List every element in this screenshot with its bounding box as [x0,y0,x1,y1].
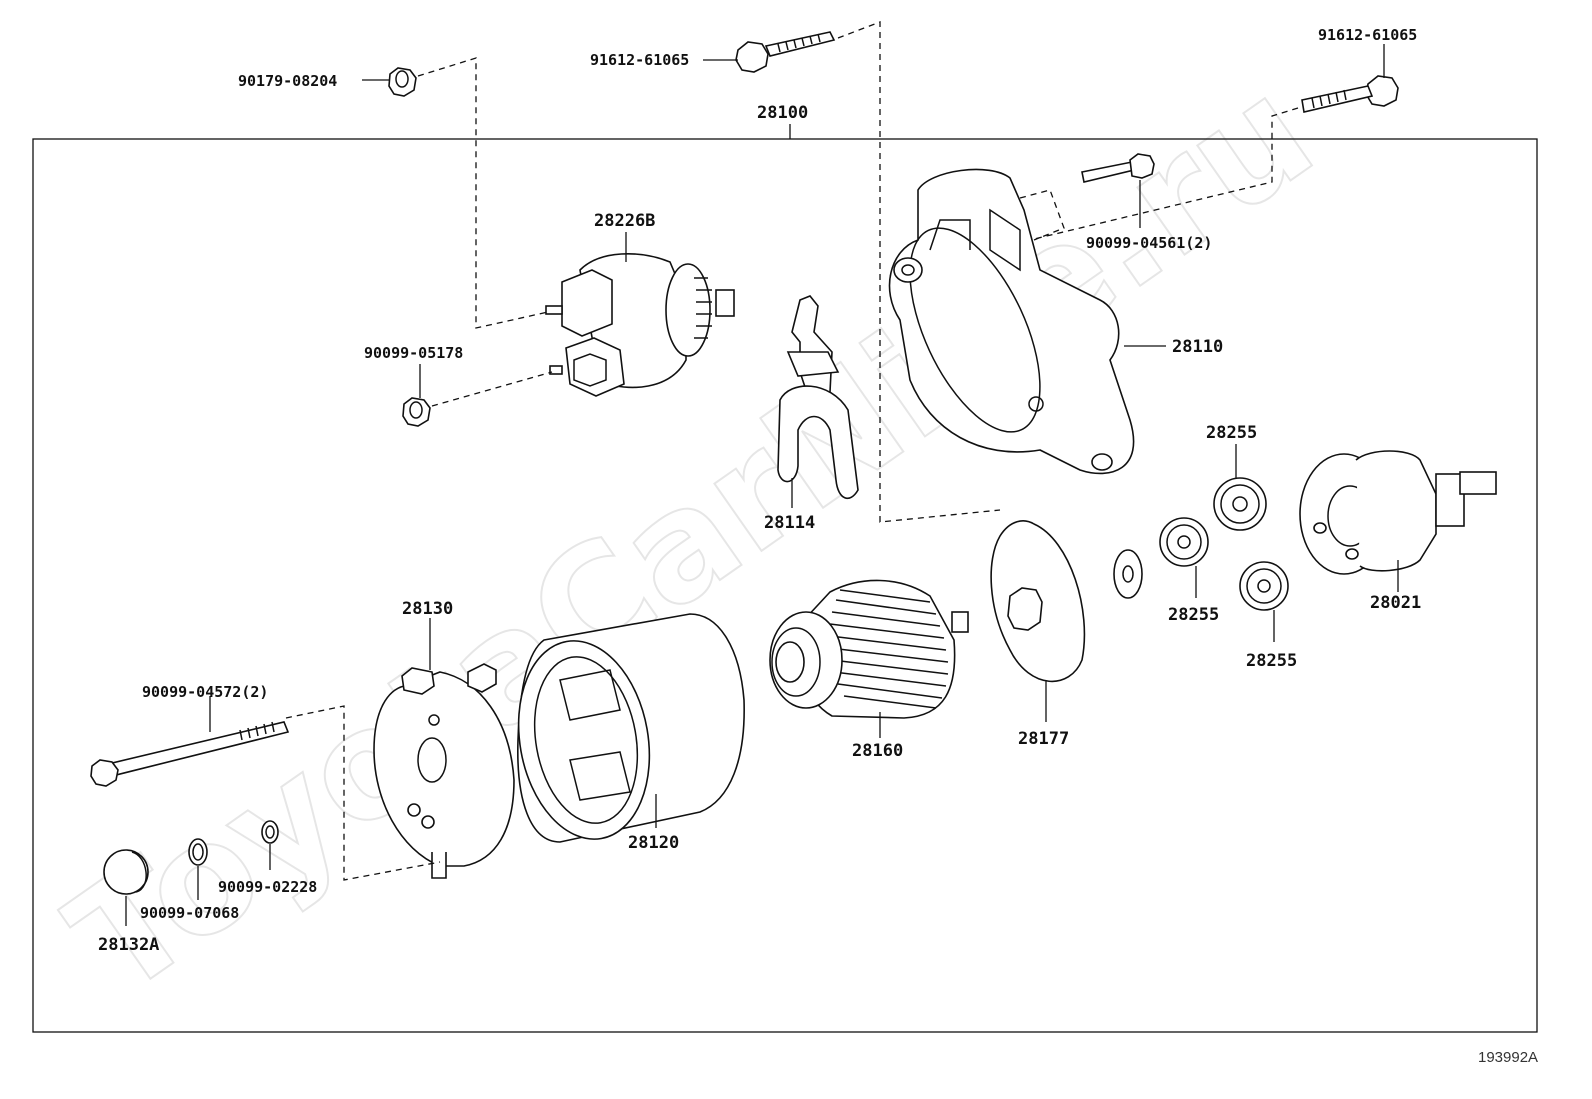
label-gear-c[interactable]: 28255 [1246,651,1297,671]
diagram-code: 193992A [1478,1049,1538,1066]
label-end-frame[interactable]: 28130 [402,599,453,619]
label-washer[interactable]: 90099-02228 [218,878,317,896]
label-assembly[interactable]: 28100 [757,103,808,123]
cap-icon [103,849,149,895]
gear-b-icon [1159,517,1209,567]
label-armature[interactable]: 28160 [852,741,903,761]
label-through-bolt[interactable]: 90099-04572(2) [142,683,268,701]
label-bolt-top-center[interactable]: 91612-61065 [590,51,689,69]
label-housing[interactable]: 28110 [1172,337,1223,357]
housing-bolt-icon [1081,153,1155,183]
label-clutch[interactable]: 28021 [1370,593,1421,613]
housing-icon [888,168,1135,475]
oring-icon [188,838,208,866]
clutch-icon [1299,450,1497,575]
label-cap[interactable]: 28132A [98,935,159,955]
bolt-top-center-icon [735,31,836,73]
gear-c-icon [1239,561,1289,611]
label-housing-bolt[interactable]: 90099-04561(2) [1086,234,1212,252]
end-frame-icon [373,663,515,879]
washer-icon [261,820,279,844]
plate-icon [990,520,1086,683]
nut-solenoid-icon [402,397,431,427]
label-yoke[interactable]: 28120 [628,833,679,853]
label-lever[interactable]: 28114 [764,513,815,533]
lever-icon [777,295,859,500]
label-gear-b[interactable]: 28255 [1168,605,1219,625]
thrust-washer-icon [1113,549,1143,599]
through-bolt-icon [90,721,290,787]
gear-a-icon [1213,477,1267,531]
solenoid-icon [545,253,735,397]
label-oring[interactable]: 90099-07068 [140,904,239,922]
assembly-frame [32,138,1538,1033]
bolt-top-right-icon [1301,75,1399,113]
label-nut-solenoid[interactable]: 90099-05178 [364,344,463,362]
nut-top-left-icon [388,67,417,97]
label-bolt-top-right[interactable]: 91612-61065 [1318,26,1417,44]
label-solenoid[interactable]: 28226B [594,211,655,231]
armature-icon [769,579,969,719]
yoke-icon [517,613,745,843]
label-gear-a[interactable]: 28255 [1206,423,1257,443]
label-nut-top-left[interactable]: 90179-08204 [238,72,337,90]
label-plate[interactable]: 28177 [1018,729,1069,749]
